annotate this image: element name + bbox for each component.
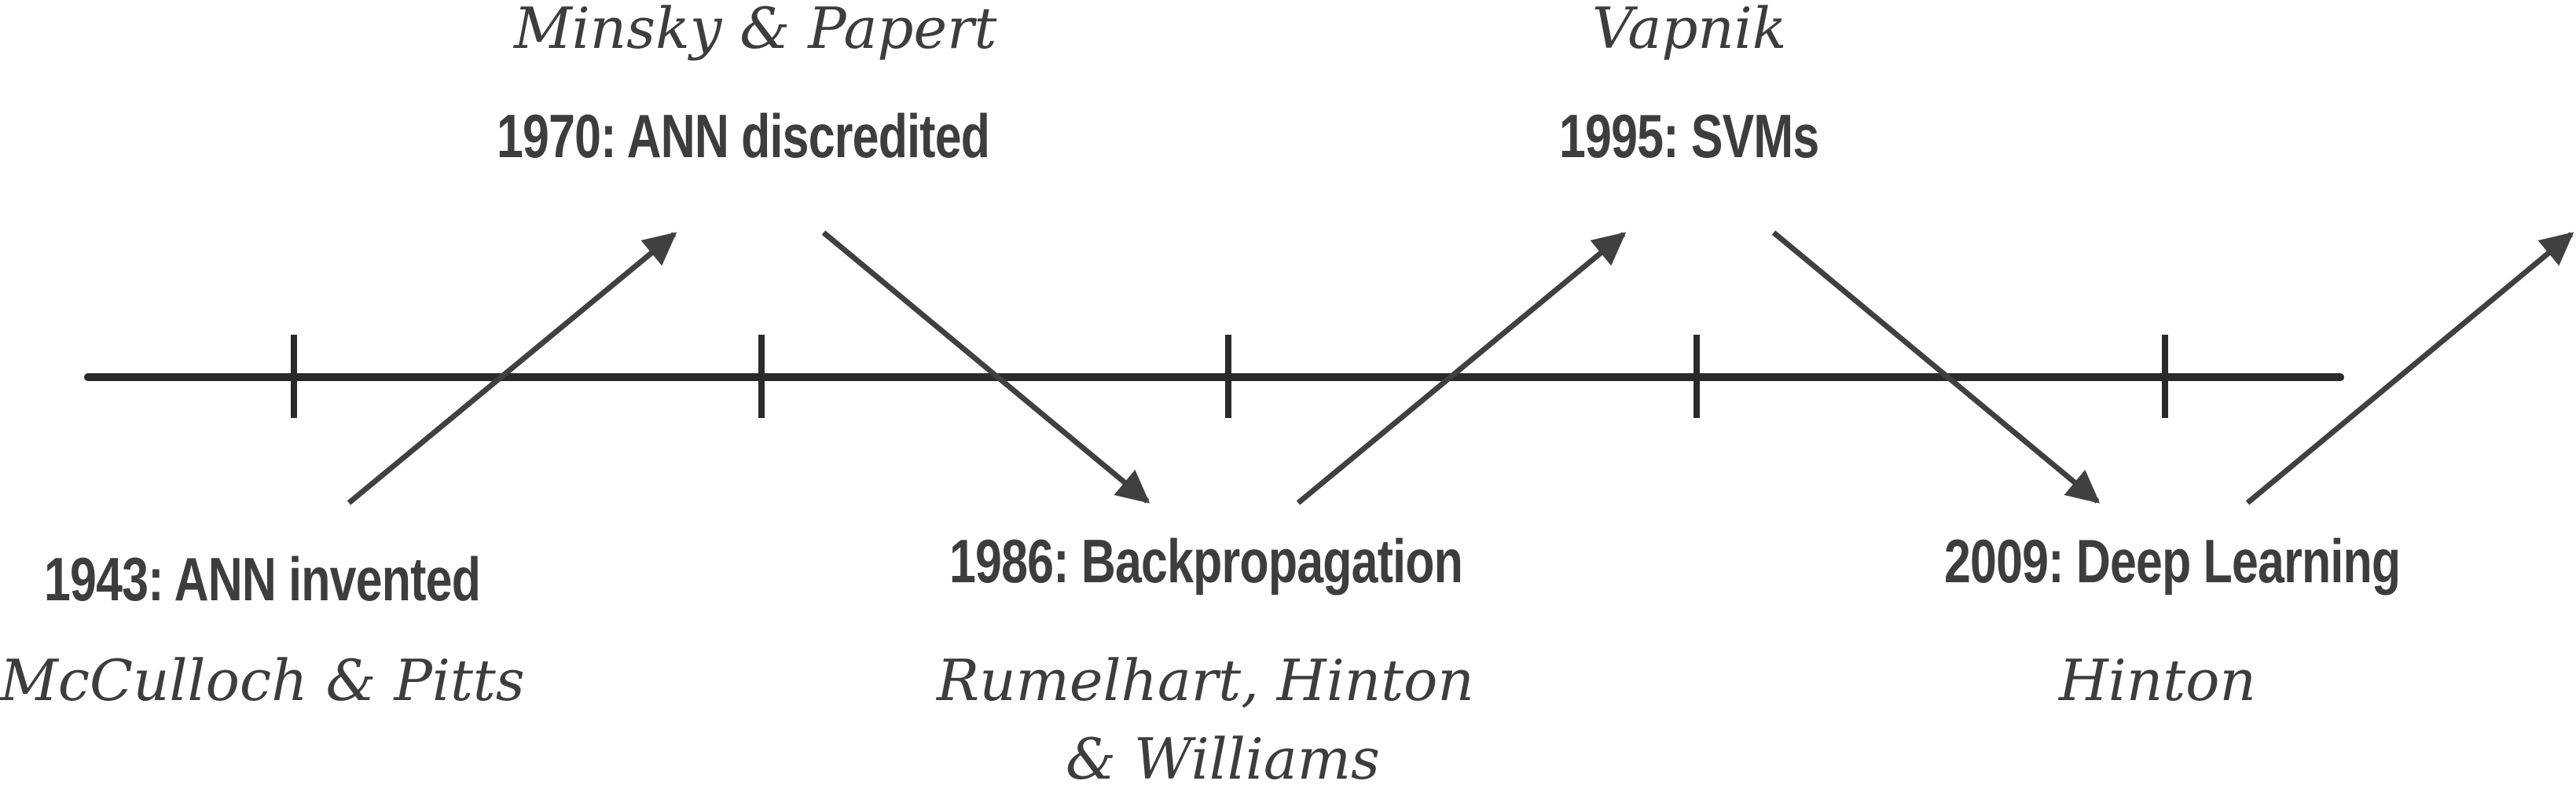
people-label-2009: Hinton bbox=[2059, 647, 2256, 713]
arrow-up bbox=[1296, 232, 1627, 505]
event-label-1986: 1986: Backpropagation bbox=[949, 526, 1463, 596]
event-label-1995: 1995: SVMs bbox=[1559, 101, 1819, 170]
arrow-up bbox=[2245, 232, 2574, 505]
arrow-up bbox=[347, 232, 677, 505]
arrow-down bbox=[821, 230, 1150, 504]
people-label-1986-line1: Rumelhart, Hinton bbox=[937, 647, 1474, 713]
event-label-1970: 1970: ANN discredited bbox=[497, 101, 990, 170]
people-label-1970: Minsky & Papert bbox=[514, 0, 997, 61]
people-label-1943: McCulloch & Pitts bbox=[0, 647, 525, 713]
people-label-1986-line2: & Williams bbox=[1066, 726, 1380, 792]
event-label-1943: 1943: ANN invented bbox=[44, 544, 481, 614]
event-label-2009: 2009: Deep Learning bbox=[1944, 526, 2401, 596]
people-label-1995: Vapnik bbox=[1592, 0, 1787, 61]
arrow-down bbox=[1771, 230, 2101, 504]
